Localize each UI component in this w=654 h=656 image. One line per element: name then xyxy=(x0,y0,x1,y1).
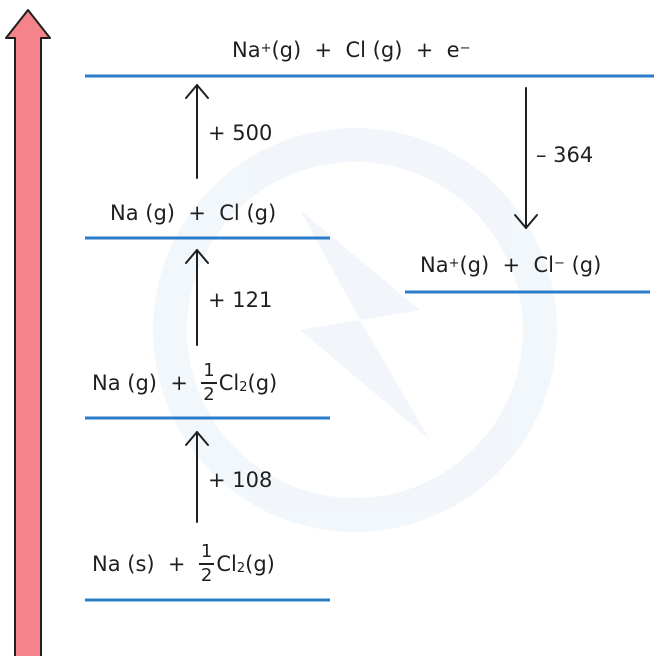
subscript: 2 xyxy=(239,379,248,395)
level-label-ions: Na+(g) + Cl− (g) xyxy=(420,255,601,276)
subscript: 2 xyxy=(236,560,246,576)
arrow-electron-affinity xyxy=(514,87,538,229)
level-label-atoms: Na (g) + Cl (g) xyxy=(110,203,276,224)
change-atomisation-na: + 108 xyxy=(208,468,273,492)
fraction-numerator: 1 xyxy=(198,543,215,565)
fraction-denominator: 2 xyxy=(200,565,213,586)
state-symbol: (g) xyxy=(245,551,275,576)
arrow-ionisation xyxy=(185,84,209,179)
change-atomisation-cl: + 121 xyxy=(208,288,273,312)
energy-axis-arrow xyxy=(5,9,51,656)
arrow-atomisation-na xyxy=(185,431,209,523)
chlorine-symbol: Cl xyxy=(216,551,237,576)
anion-charge: − xyxy=(554,256,565,271)
level-text: (g) + Cl xyxy=(459,253,554,277)
watermark-logo xyxy=(153,128,557,532)
arrow-atomisation-cl xyxy=(185,249,209,346)
electron-charge: − xyxy=(459,41,471,56)
chlorine-symbol: Cl xyxy=(218,370,240,395)
fraction-numerator: 1 xyxy=(201,362,217,384)
level-text: (g) + Cl (g) + e xyxy=(271,38,460,62)
level-label-top: Na+(g) + Cl (g) + e− xyxy=(232,40,471,61)
state-symbol: (g) xyxy=(247,370,278,395)
level-text: Na (g) + xyxy=(92,370,202,395)
fraction-denominator: 2 xyxy=(203,384,215,405)
fraction-half: 1 2 xyxy=(198,543,215,586)
ion-symbol: Na xyxy=(420,253,449,277)
ion-symbol: Na xyxy=(232,38,261,62)
ion-charge: + xyxy=(448,256,460,271)
level-text-end: (g) xyxy=(564,253,602,277)
ion-charge: + xyxy=(260,41,272,56)
change-electron-affinity: – 364 xyxy=(536,143,594,167)
fraction-half: 1 2 xyxy=(201,362,217,405)
level-text: Na (g) + Cl (g) xyxy=(110,201,277,225)
level-text: Na (s) + xyxy=(92,551,199,576)
change-ionisation: + 500 xyxy=(208,121,273,145)
